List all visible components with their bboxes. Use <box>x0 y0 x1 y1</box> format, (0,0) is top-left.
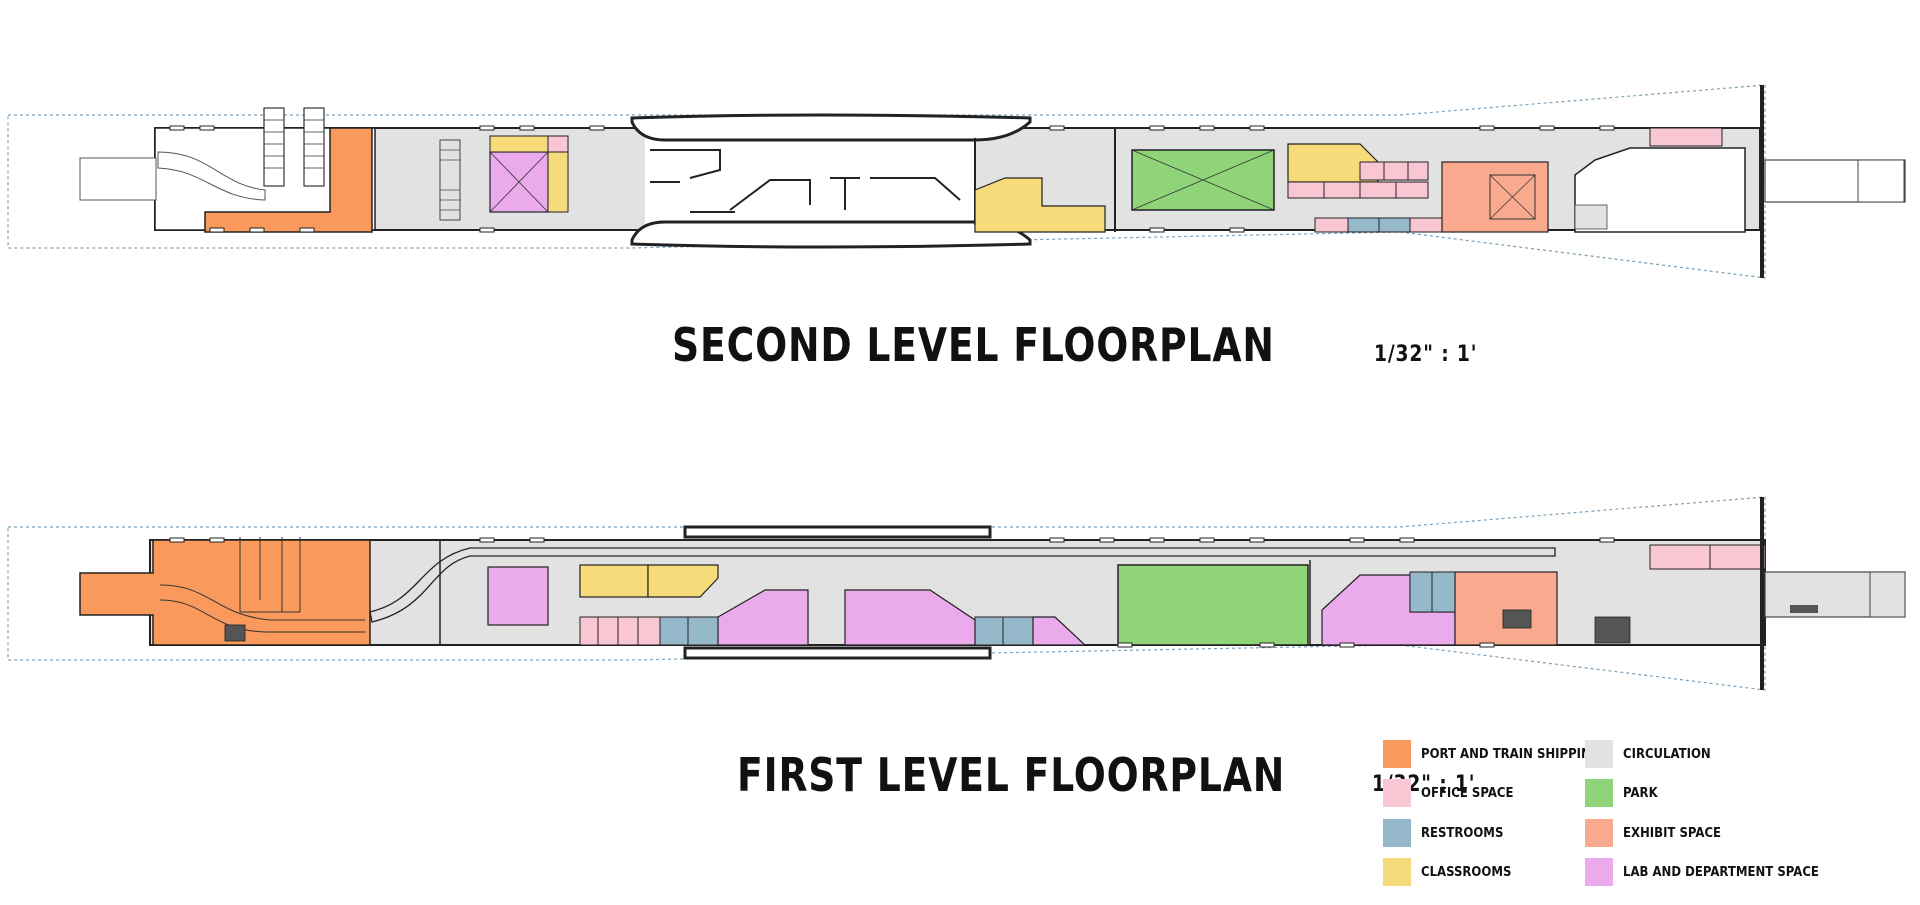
legend-swatch-park <box>1585 779 1613 807</box>
escalator <box>303 107 325 187</box>
legend-item-lab: LAB AND DEPARTMENT SPACE <box>1585 858 1841 886</box>
restroom <box>659 616 719 646</box>
stair <box>224 624 246 642</box>
legend-swatch-classrooms <box>1383 858 1411 886</box>
first-level-title: FIRST LEVEL FLOORPLAN 1/32" : 1' <box>737 748 1494 802</box>
right-end-room <box>1574 147 1746 233</box>
stair <box>1594 616 1631 644</box>
port-shipping-area <box>204 127 373 233</box>
ramp-curve <box>369 547 1556 623</box>
office-space <box>547 135 569 153</box>
legend-label: LAB AND DEPARTMENT SPACE <box>1623 864 1819 880</box>
legend-label: RESTROOMS <box>1421 825 1504 841</box>
second-level-title-text: SECOND LEVEL FLOORPLAN <box>672 318 1275 372</box>
legend-label: CIRCULATION <box>1623 746 1711 762</box>
legend-label: EXHIBIT SPACE <box>1623 825 1722 841</box>
atrium-top-curve <box>683 525 992 539</box>
stair <box>439 139 461 221</box>
first-level-title-text: FIRST LEVEL FLOORPLAN <box>737 748 1286 802</box>
legend-label: PARK <box>1623 785 1658 801</box>
legend-swatch-circulation <box>1585 740 1613 768</box>
ramp-curve <box>157 151 266 201</box>
second-level-scale: 1/32" : 1' <box>1373 342 1477 367</box>
lab-space <box>487 566 549 626</box>
classroom <box>974 177 1106 233</box>
lab-space <box>717 589 809 646</box>
legend-item-restrooms: RESTROOMS <box>1383 819 1513 847</box>
exhibit-space <box>1454 571 1558 646</box>
legend-swatch-office <box>1383 779 1411 807</box>
legend-item-classrooms: CLASSROOMS <box>1383 858 1521 886</box>
classroom <box>489 135 549 153</box>
legend: PORT AND TRAIN SHIPPING OFFICE SPACE RES… <box>1383 740 1819 890</box>
office-cluster <box>1287 127 1723 233</box>
legend-item-park: PARK <box>1585 779 1661 807</box>
legend-swatch-lab <box>1585 858 1613 886</box>
lab-space <box>844 589 976 646</box>
restroom <box>1347 217 1380 233</box>
legend-label: PORT AND TRAIN SHIPPING <box>1421 746 1601 762</box>
legend-label: CLASSROOMS <box>1421 864 1512 880</box>
classroom <box>547 151 569 213</box>
second-level-title: SECOND LEVEL FLOORPLAN 1/32" : 1' <box>672 318 1495 372</box>
park <box>1117 564 1309 646</box>
legend-label: OFFICE SPACE <box>1421 785 1514 801</box>
legend-swatch-exhibit <box>1585 819 1613 847</box>
second-level-plan <box>7 84 1906 279</box>
escalator <box>263 107 285 187</box>
stair <box>1502 609 1532 629</box>
restroom <box>1378 217 1411 233</box>
atrium-bottom-curve <box>630 220 1032 249</box>
office-cluster <box>579 544 1766 646</box>
legend-item-circulation: CIRCULATION <box>1585 740 1720 768</box>
first-level-plan <box>7 496 1906 691</box>
atrium-top-curve <box>630 113 1032 142</box>
atrium-bottom-curve <box>683 646 992 660</box>
legend-item-exhibit: EXHIBIT SPACE <box>1585 819 1732 847</box>
left-entry-box <box>79 157 157 201</box>
classroom <box>647 564 719 598</box>
legend-item-office: OFFICE SPACE <box>1383 779 1524 807</box>
stair <box>1574 204 1608 230</box>
legend-swatch-port <box>1383 740 1411 768</box>
restroom <box>974 616 1034 646</box>
legend-item-port: PORT AND TRAIN SHIPPING <box>1383 740 1620 768</box>
legend-swatch-restrooms <box>1383 819 1411 847</box>
port-shipping-area <box>79 539 371 646</box>
classroom <box>579 564 649 598</box>
lab-space <box>1032 616 1087 646</box>
